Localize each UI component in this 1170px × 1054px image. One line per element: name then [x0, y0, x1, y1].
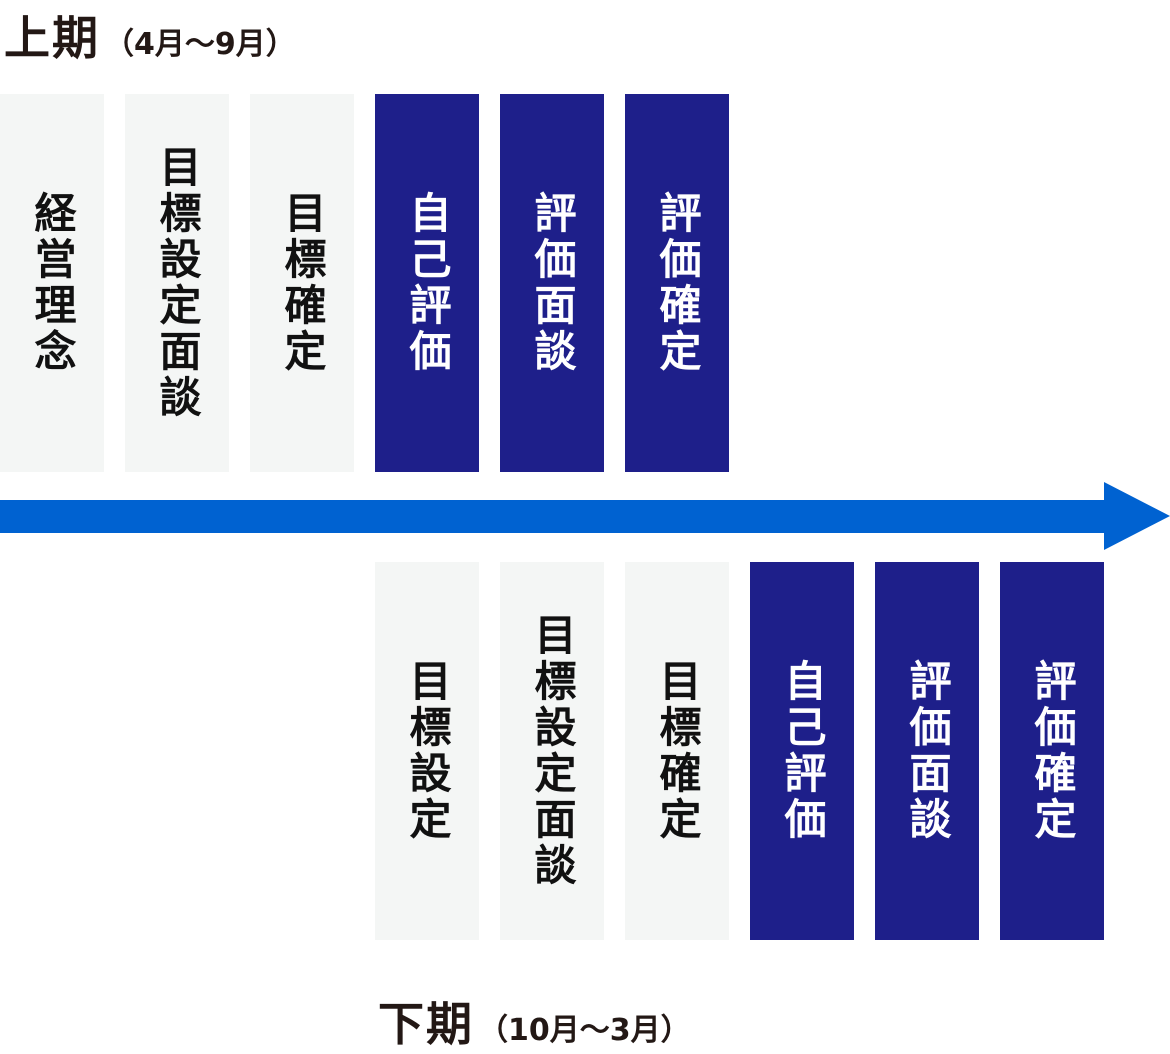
timeline-arrow	[0, 482, 1170, 550]
upper-step-4: 自己評価	[375, 94, 479, 472]
lower-step-3: 目標確定	[625, 562, 729, 940]
lower-step-2-label: 目標設定面談	[528, 613, 577, 889]
lower-step-3-label: 目標確定	[653, 659, 702, 843]
lower-step-2: 目標設定面談	[500, 562, 604, 940]
lower-step-6: 評価確定	[1000, 562, 1104, 940]
lower-step-1-label: 目標設定	[403, 659, 452, 843]
lower-step-5-label: 評価面談	[903, 659, 952, 843]
upper-step-3-label: 目標確定	[278, 191, 327, 375]
upper-step-3: 目標確定	[250, 94, 354, 472]
upper-step-1-label: 経営理念	[28, 191, 77, 375]
lower-step-1: 目標設定	[375, 562, 479, 940]
upper-step-5: 評価面談	[500, 94, 604, 472]
upper-step-6: 評価確定	[625, 94, 729, 472]
timeline-arrow-head	[1104, 482, 1170, 550]
lower-step-6-label: 評価確定	[1028, 659, 1077, 843]
lower-step-4-label: 自己評価	[778, 659, 827, 843]
upper-period-range: （4月～9月）	[104, 27, 296, 62]
upper-step-5-label: 評価面談	[528, 191, 577, 375]
upper-step-4-label: 自己評価	[403, 191, 452, 375]
lower-step-5: 評価面談	[875, 562, 979, 940]
upper-period-name: 上期	[4, 11, 100, 65]
lower-period-title: 下期 （10月～3月）	[378, 988, 691, 1054]
lower-period-range: （10月～3月）	[478, 1013, 691, 1048]
upper-step-6-label: 評価確定	[653, 191, 702, 375]
upper-step-2: 目標設定面談	[125, 94, 229, 472]
lower-period-name: 下期	[378, 997, 474, 1051]
lower-step-4: 自己評価	[750, 562, 854, 940]
upper-period-title: 上期 （4月～9月）	[4, 2, 296, 68]
upper-step-1: 経営理念	[0, 94, 104, 472]
upper-step-2-label: 目標設定面談	[153, 145, 202, 421]
timeline-arrow-shaft	[0, 500, 1106, 533]
